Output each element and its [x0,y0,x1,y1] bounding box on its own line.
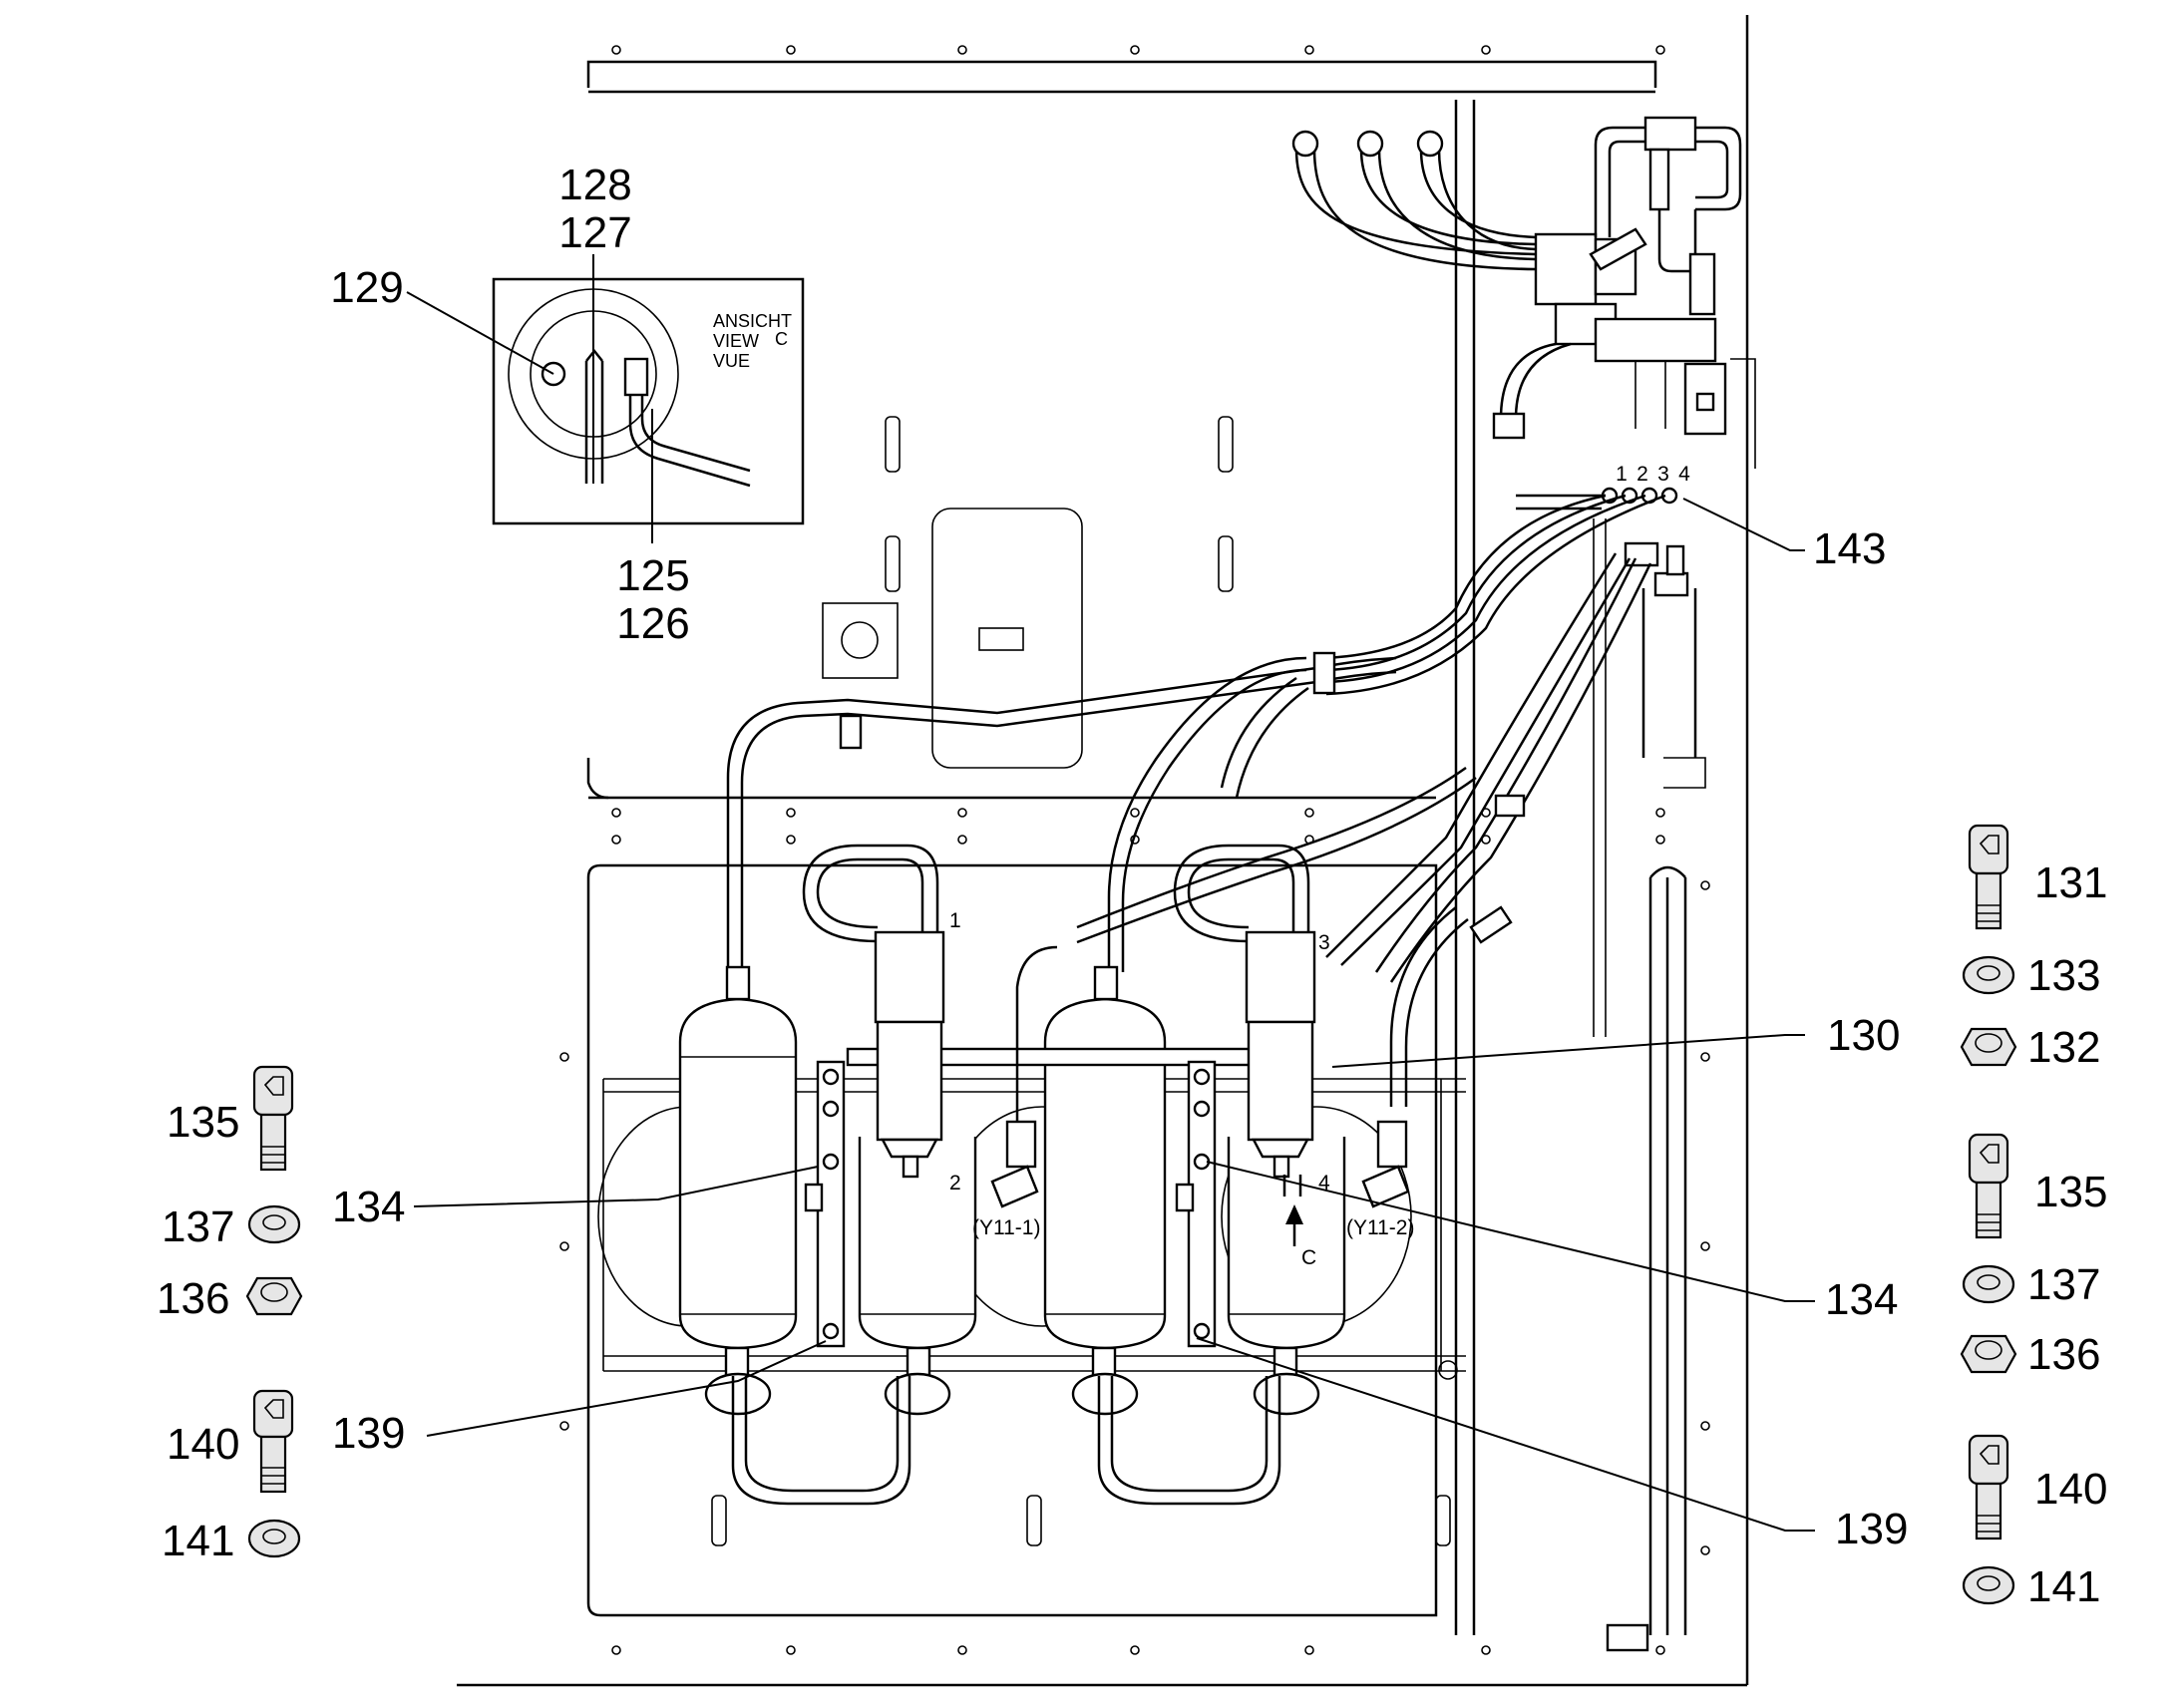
hardware-left-number-137: 137 [162,1202,234,1251]
view-letter: C [775,329,788,349]
valve-label-y11-2: (Y11-2) [1346,1216,1414,1239]
hardware-right-number-137: 137 [2027,1260,2100,1309]
bolt-icon [252,1389,294,1494]
callout-139-left: 139 [332,1409,405,1458]
nut-icon [245,1276,303,1316]
valve-port-1: 1 [949,909,961,932]
washer-icon [1962,1565,2015,1605]
nut-icon [1960,1334,2017,1374]
valve-port-2: 2 [949,1172,961,1195]
hardware-right-number-131: 131 [2034,858,2107,907]
hose-bundle [726,494,1706,1652]
view-arrow-label: C [1301,1246,1316,1269]
hardware-left-number-136: 136 [157,1274,229,1323]
hardware-right-number-135: 135 [2034,1168,2107,1216]
callout-126: 126 [616,599,689,648]
callout-129: 129 [330,263,403,312]
callout-134-right: 134 [1825,1275,1898,1324]
manifold-block [1291,116,1756,469]
hose-number-2: 2 [1636,463,1648,486]
view-title-line-1: ANSICHT [713,311,792,331]
callout-130: 130 [1827,1011,1900,1060]
solenoid-valves: 1 2 3 4 (Y11-1) (Y11-2) C [804,909,1414,1348]
hardware-right-number-140: 140 [2034,1465,2107,1514]
hose-connection-points: 1 2 3 4 [1601,463,1690,597]
hose-number-4: 4 [1678,463,1690,486]
detail-view-c: ANSICHT VIEW VUE C 128 127 129 125 126 [330,161,805,648]
view-title-line-2: VIEW [713,331,759,351]
hardware-right-number-141: 141 [2027,1562,2100,1611]
callout-139-right: 139 [1835,1505,1908,1553]
view-title-line-3: VUE [713,351,750,371]
valve-label-y11-1: (Y11-1) [972,1216,1040,1239]
callout-127: 127 [558,208,631,257]
hose-number-3: 3 [1657,463,1669,486]
washer-icon [1962,1264,2015,1304]
hardware-right-number-136: 136 [2027,1330,2100,1379]
washer-icon [1962,955,2015,995]
callout-125: 125 [616,551,689,600]
callout-134-left: 134 [332,1183,405,1231]
bolt-icon [252,1065,294,1172]
washer-icon [247,1204,301,1244]
hardware-left: 135 137 136 140 141 [157,1065,303,1565]
callout-143: 143 [1813,524,1886,573]
hose-number-1: 1 [1616,463,1628,486]
receiver-row [678,844,1346,1506]
bolt-icon [1968,1133,2009,1239]
hardware-right-number-132: 132 [2027,1023,2100,1072]
hardware-left-number-135: 135 [167,1098,239,1147]
valve-port-3: 3 [1318,931,1330,954]
hardware-right: 131 133 132 135 137 1 [1960,824,2107,1611]
bolt-icon [1968,824,2009,930]
bolt-icon [1968,1434,2009,1540]
nut-icon [1960,1027,2017,1067]
washer-icon [247,1519,301,1558]
hardware-left-number-140: 140 [167,1420,239,1469]
callout-128: 128 [558,161,631,209]
hardware-right-number-133: 133 [2027,951,2100,1000]
hardware-left-number-141: 141 [162,1517,234,1565]
main-callouts: 143 130 134 134 139 139 [332,498,1908,1553]
